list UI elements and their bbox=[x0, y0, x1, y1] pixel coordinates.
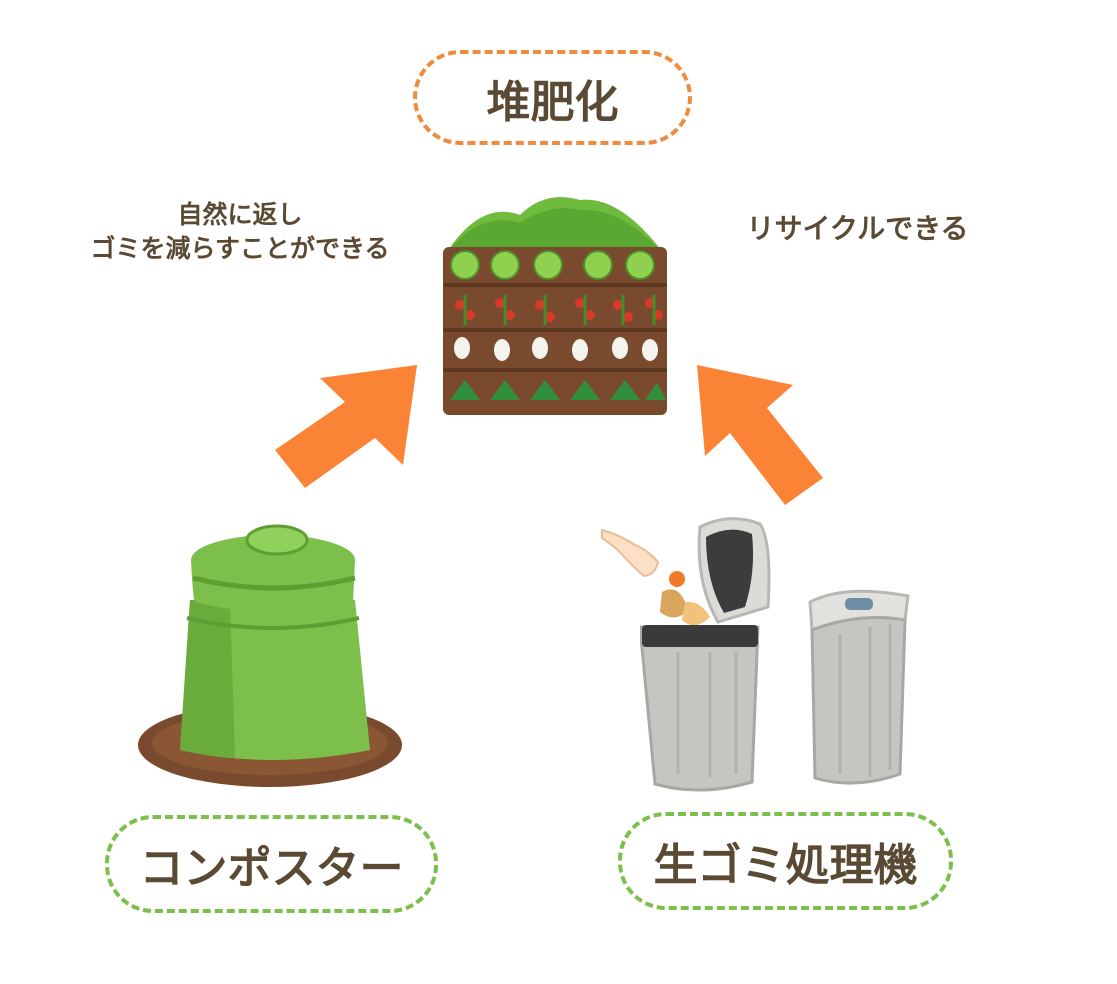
food-waste-processor-icon bbox=[640, 517, 910, 792]
hand-icon bbox=[601, 528, 660, 578]
left-caption-line1: 自然に返し bbox=[177, 200, 303, 229]
bottom-left-label: コンポスター bbox=[139, 843, 404, 894]
composter-bin-icon bbox=[138, 524, 402, 787]
arrow-up-right-icon bbox=[275, 365, 417, 488]
bottom-left-label-box: コンポスター bbox=[105, 815, 438, 913]
field-cross-section-icon bbox=[443, 197, 667, 415]
left-caption-line2: ゴミを減らすことができる bbox=[90, 234, 390, 263]
arrow-up-left-icon bbox=[697, 365, 823, 505]
left-caption: 自然に返し ゴミを減らすことができる bbox=[40, 198, 440, 266]
bottom-right-label: 生ゴミ処理機 bbox=[653, 840, 918, 891]
top-label: 堆肥化 bbox=[486, 76, 619, 128]
bottom-right-label-box: 生ゴミ処理機 bbox=[618, 812, 953, 910]
top-label-box: 堆肥化 bbox=[413, 50, 692, 145]
right-caption: リサイクルできる bbox=[715, 212, 1000, 246]
right-caption-text: リサイクルできる bbox=[746, 212, 969, 245]
